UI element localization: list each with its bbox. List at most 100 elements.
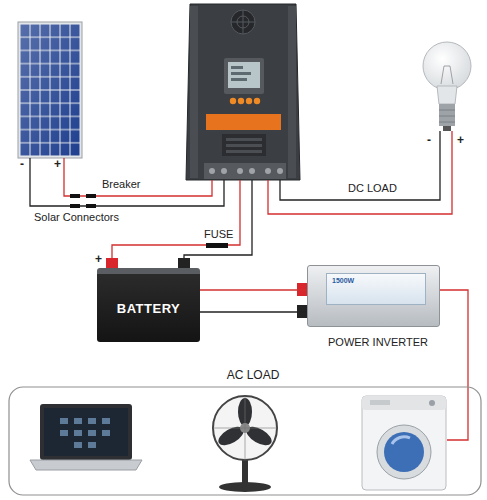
wire-connector (200, 289, 307, 290)
laptop (30, 404, 142, 470)
light-bulb (443, 126, 451, 131)
charge-controller (228, 62, 260, 88)
polarity-sign: + (457, 134, 464, 147)
wire (447, 386, 468, 440)
charge-controller (231, 78, 247, 81)
breaker-symbol (86, 194, 96, 198)
wire-label: Breaker (102, 178, 141, 191)
charge-controller (237, 16, 249, 28)
wire (280, 131, 440, 200)
charge-controller (277, 168, 283, 174)
wire-connector (440, 290, 468, 386)
polarity-sign: + (95, 253, 102, 266)
light-bulb (439, 122, 455, 123)
charge-controller (231, 72, 251, 75)
charge-controller (230, 98, 236, 104)
washing-machine (377, 425, 431, 479)
charge-controller (224, 58, 264, 94)
fan (245, 396, 246, 460)
washing-machine (362, 396, 446, 490)
wire (30, 131, 468, 440)
laptop (88, 442, 96, 448)
wire (30, 158, 224, 206)
charge-controller (186, 4, 300, 180)
battery-box: BATTERY (97, 268, 200, 342)
node-text: POWER INVERTER (295, 336, 461, 349)
laptop (60, 430, 68, 436)
charge-controller (190, 6, 198, 178)
wire (268, 131, 452, 214)
light-bulb (439, 116, 455, 117)
node-text: 1500W (332, 277, 354, 285)
region-outline (8, 386, 482, 496)
charge-controller (288, 6, 296, 178)
breaker-symbol (70, 194, 96, 208)
wire-label: FUSE (204, 228, 233, 241)
fan (213, 396, 277, 492)
charge-controller (246, 98, 252, 104)
polarity-sign: + (54, 158, 61, 171)
charge-controller (226, 138, 262, 141)
laptop (102, 430, 110, 436)
polarity-sign: - (20, 158, 24, 171)
charge-controller (226, 144, 262, 147)
solar-panel (20, 24, 80, 156)
charge-controller (231, 10, 255, 34)
wire-connector (200, 311, 307, 312)
node-text: BATTERY (117, 301, 180, 316)
charge-controller (254, 98, 260, 104)
wire-label: DC LOAD (348, 182, 397, 195)
charge-controller (221, 168, 227, 174)
charge-controller (209, 168, 215, 174)
laptop (44, 408, 128, 456)
charge-controller (226, 150, 262, 153)
washing-machine (429, 400, 435, 406)
charge-controller (249, 168, 255, 174)
fan (219, 482, 271, 492)
solar-panel (20, 24, 80, 156)
washing-machine (362, 396, 446, 410)
polarity-sign: - (427, 134, 431, 147)
fan (213, 396, 277, 460)
wire (64, 158, 212, 196)
washing-machine (384, 432, 424, 472)
charge-controller (204, 163, 286, 179)
ac-load-region: AC LOAD (8, 366, 487, 496)
solar-panel (18, 22, 82, 158)
charge-controller (237, 168, 243, 174)
solar-panel (18, 22, 82, 158)
washing-machine (362, 396, 446, 490)
laptop (74, 442, 82, 448)
laptop (102, 418, 110, 424)
charge-controller (265, 168, 271, 174)
wire-label: Solar Connectors (34, 211, 119, 224)
power-inverter: 1500W POWER INVERTER (295, 265, 461, 355)
laptop (74, 418, 82, 424)
charge-controller (238, 98, 244, 104)
battery-terminal (178, 258, 190, 268)
light-bulb (439, 104, 455, 126)
laptop (30, 460, 142, 470)
breaker-symbol (86, 204, 96, 208)
breaker-symbol (70, 204, 80, 208)
charge-controller (206, 114, 281, 130)
laptop (74, 430, 82, 436)
light-bulb (423, 42, 471, 131)
light-bulb (437, 86, 457, 104)
light-bulb (439, 110, 455, 111)
light-bulb (441, 66, 453, 84)
laptop (88, 418, 96, 424)
laptop (88, 430, 96, 436)
washing-machine (370, 400, 390, 405)
wire (184, 180, 252, 258)
battery-terminal (106, 258, 118, 268)
charge-controller (243, 10, 244, 34)
wire (112, 180, 240, 258)
fuse-symbol (206, 243, 228, 248)
battery-terminal (106, 258, 190, 268)
fan (242, 458, 248, 484)
